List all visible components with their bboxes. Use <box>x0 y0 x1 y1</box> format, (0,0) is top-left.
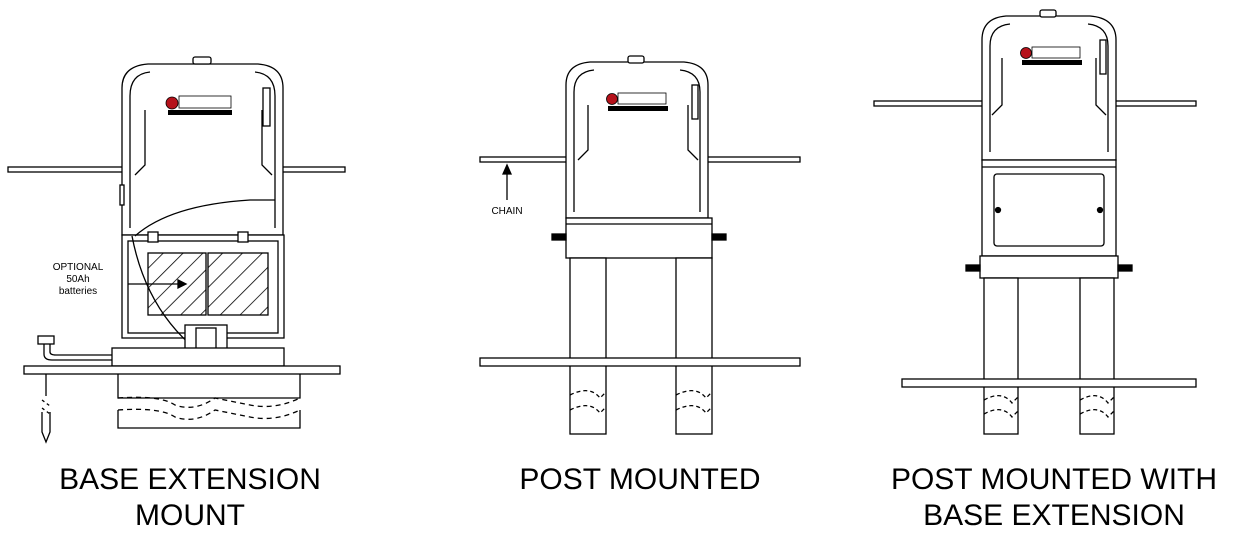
cap-knob <box>192 56 212 65</box>
callout-line-batteries: batteries <box>58 286 98 297</box>
hysecurity-logo <box>606 92 668 111</box>
figure-post-mounted-with-base-extension <box>873 9 1197 435</box>
figure-base-extension-mount <box>7 56 346 444</box>
post-right <box>675 257 713 435</box>
battery-callout-label: OPTIONAL 50Ah batteries <box>46 262 110 298</box>
hysecurity-logo <box>165 95 232 115</box>
figure-post-mounted <box>479 55 801 435</box>
caption-post-mounted-with-base-extension: POST MOUNTED WITH BASE EXTENSION <box>876 462 1232 534</box>
caption-line: POST MOUNTED WITH <box>890 463 1218 496</box>
cap-knob <box>1039 9 1057 18</box>
ground-slab <box>23 365 341 375</box>
ground-slab <box>479 357 801 367</box>
callout-line-optional: OPTIONAL <box>52 262 104 273</box>
caption-line: BASE EXTENSION <box>59 463 321 496</box>
chain-callout-label: CHAIN <box>484 206 530 218</box>
battery-right <box>207 252 269 316</box>
post-left <box>569 257 607 435</box>
caption-line: MOUNT <box>135 499 245 532</box>
callout-line-chain: CHAIN <box>491 206 523 217</box>
callout-line-50ah: 50Ah <box>66 274 90 285</box>
caption-line: POST MOUNTED <box>519 463 761 496</box>
operator-housing <box>981 15 1117 161</box>
post-left <box>983 277 1019 435</box>
ground-slab <box>901 378 1197 388</box>
hysecurity-logo <box>1020 46 1082 65</box>
caption-line: BASE EXTENSION <box>923 499 1185 532</box>
post-right <box>1079 277 1115 435</box>
operator-housing <box>121 63 284 236</box>
caption-post-mounted: POST MOUNTED <box>460 462 820 498</box>
mounting-plate <box>979 255 1119 279</box>
operator-housing <box>565 61 709 219</box>
caption-base-extension-mount: BASE EXTENSION MOUNT <box>20 462 360 534</box>
cap-knob <box>627 55 645 64</box>
